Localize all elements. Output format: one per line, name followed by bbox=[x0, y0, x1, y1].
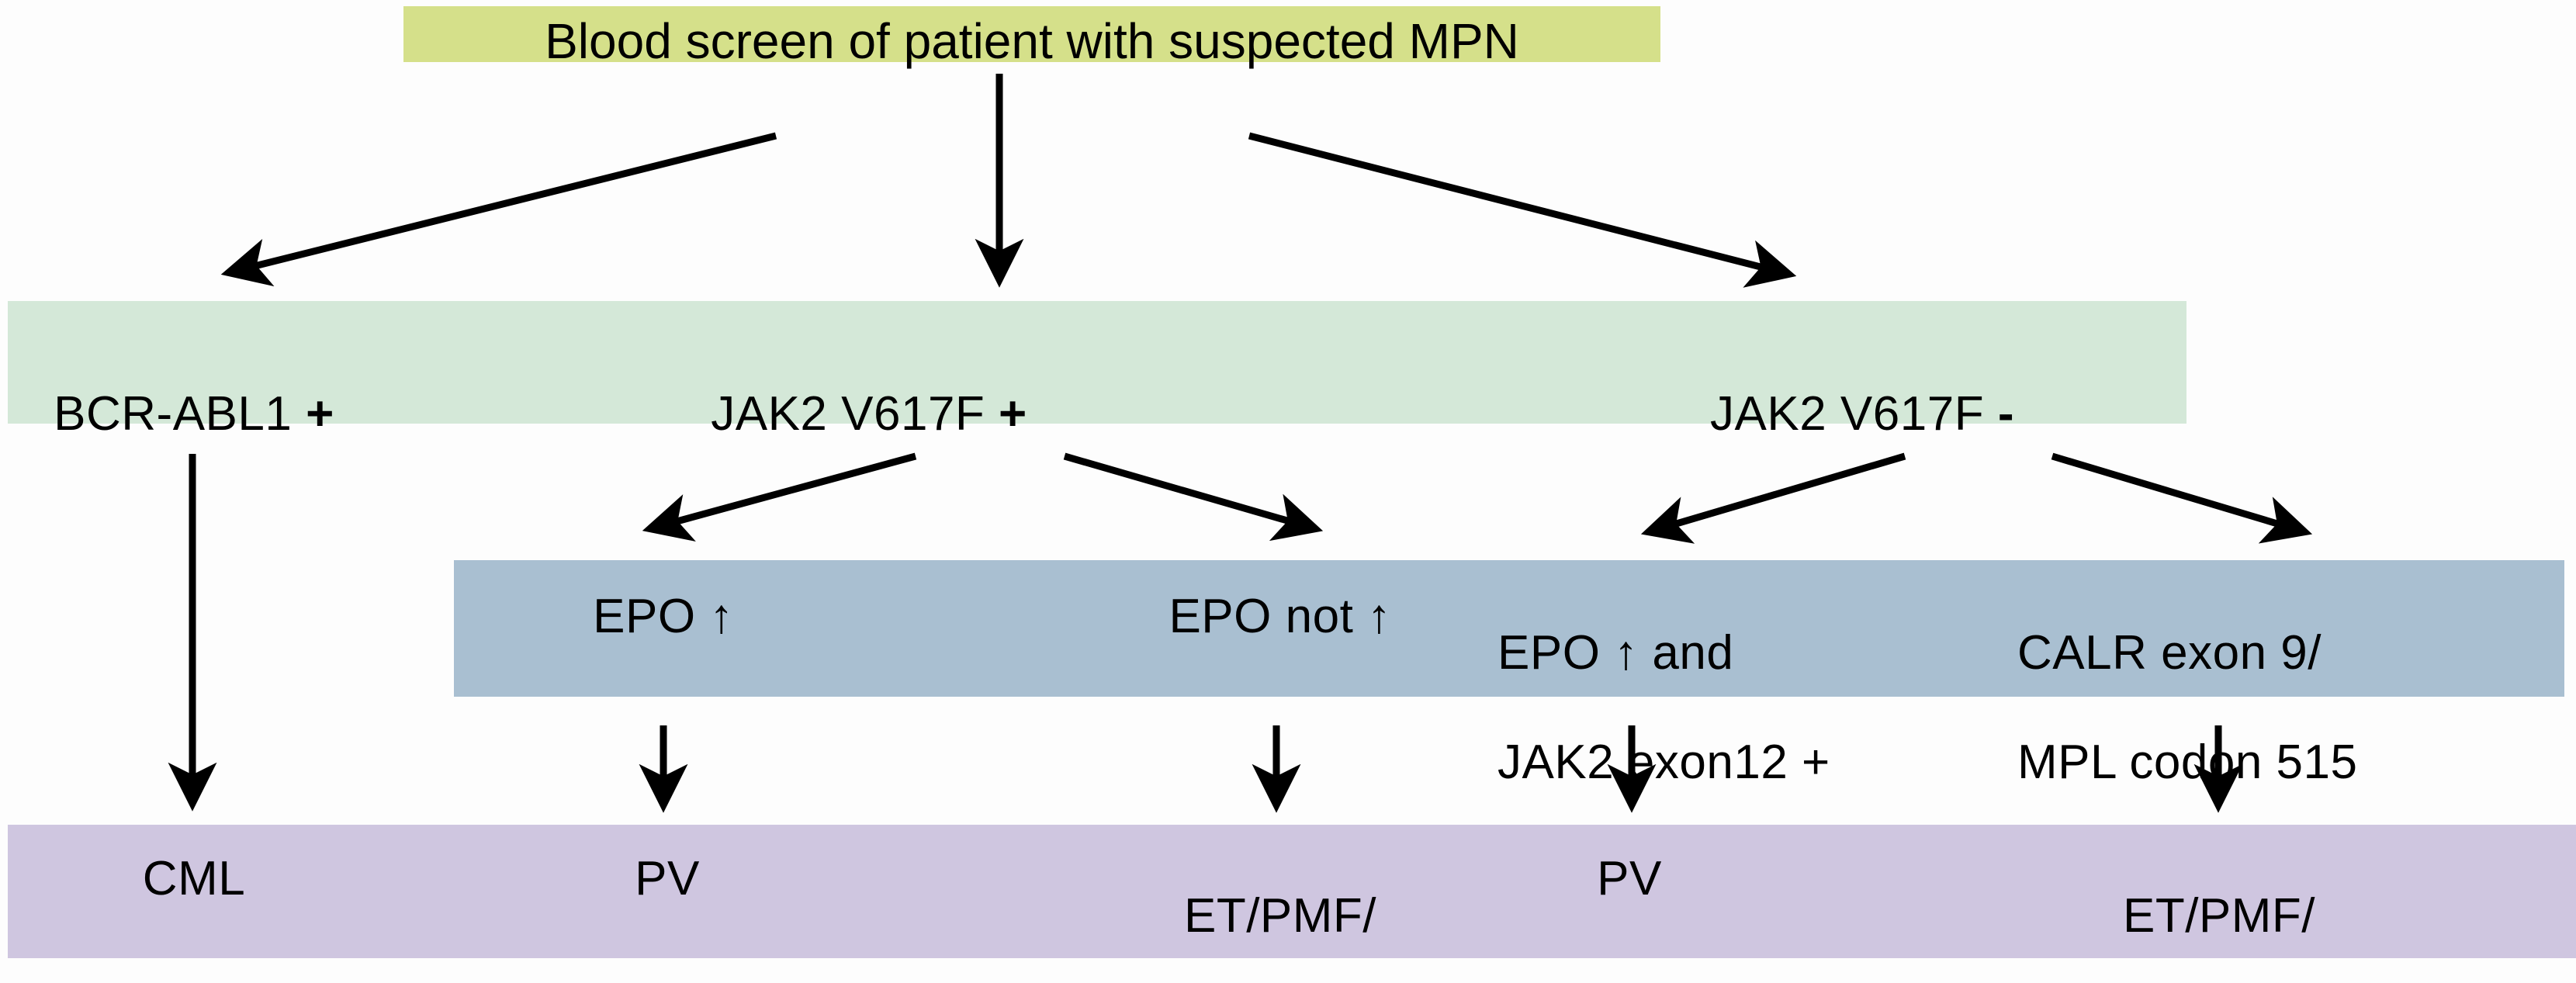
node-cml: CML bbox=[142, 852, 246, 905]
node-jak2-v617f-pos-text: JAK2 V617F bbox=[711, 387, 985, 441]
node-epo-high-jak2-exon12-line1: EPO ↑ and bbox=[1497, 625, 1734, 680]
node-calr-mpl: CALR exon 9/ MPL codon 515 bbox=[2017, 571, 2514, 845]
node-bcr-abl1-pos-text: BCR-ABL1 bbox=[54, 387, 293, 441]
node-epo-high-jak2-exon12: EPO ↑ and JAK2 exon12 + bbox=[1497, 571, 1979, 845]
node-epo-high: EPO ↑ bbox=[593, 590, 734, 643]
edge-jak2neg-to-calr-mpl bbox=[2051, 452, 2313, 544]
edge-jak2pos-to-epo-high bbox=[642, 452, 917, 542]
edge-jak2neg-to-epo-exon12 bbox=[1640, 452, 1906, 544]
node-calr-mpl-line1: CALR exon 9/ bbox=[2017, 625, 2322, 680]
node-calr-mpl-line2: MPL codon 515 bbox=[2017, 736, 2358, 790]
edge-jak2pos-to-epo-not-high bbox=[1063, 452, 1324, 542]
plus-icon-jak2-pos: + bbox=[999, 387, 1027, 441]
node-pv-1: PV bbox=[635, 852, 700, 905]
plus-icon-bcr-abl1: + bbox=[306, 387, 334, 441]
edge-screen-to-bcr-abl1 bbox=[220, 132, 777, 287]
node-jak2-v617f-neg-text: JAK2 V617F bbox=[1710, 387, 1985, 441]
node-epo-high-jak2-exon12-line2: JAK2 exon12 + bbox=[1497, 736, 1830, 790]
node-et-pmf-rarst-1-line1: ET/PMF/ bbox=[1183, 888, 1377, 943]
node-jak2-v617f-pos: JAK2 V617F + bbox=[597, 334, 1141, 441]
node-et-pmf-rarst-2-line1: ET/PMF/ bbox=[2122, 888, 2316, 943]
edge-screen-to-jak2-neg bbox=[1248, 132, 1797, 288]
first-line-molecular-band bbox=[8, 301, 2186, 424]
screening-band bbox=[403, 6, 1660, 62]
second-line-testing-band bbox=[454, 560, 2564, 697]
node-pv-2: PV bbox=[1597, 852, 1662, 905]
minus-icon-jak2-neg: - bbox=[1997, 387, 2014, 441]
node-screen-label: Blood screen of patient with suspected M… bbox=[545, 13, 1519, 69]
node-epo-not-high: EPO not ↑ bbox=[1169, 590, 1392, 643]
node-jak2-v617f-neg: JAK2 V617F - bbox=[1591, 334, 2134, 441]
node-et-pmf-rarst-1: ET/PMF/ RARS-T bbox=[1094, 834, 1466, 983]
diagnosis-band bbox=[8, 825, 2576, 958]
node-bcr-abl1-pos: BCR-ABL1 + bbox=[0, 334, 388, 441]
node-et-pmf-rarst-2: ET/PMF/ RARS-T bbox=[2033, 834, 2405, 983]
